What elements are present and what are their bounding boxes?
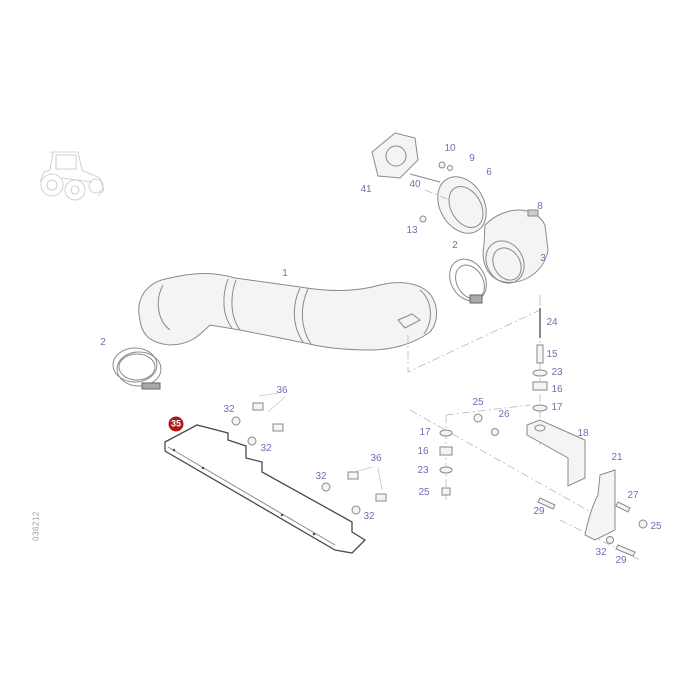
guard-fasteners	[231, 392, 387, 515]
callout-part-26[interactable]: 26	[498, 409, 510, 420]
callout-part-32[interactable]: 32	[363, 511, 375, 522]
callout-part-23[interactable]: 23	[551, 367, 563, 378]
callout-part-17[interactable]: 17	[551, 402, 563, 413]
callout-part-2[interactable]: 2	[452, 240, 458, 251]
callout-part-41[interactable]: 41	[360, 184, 372, 195]
callout-part-29[interactable]: 29	[533, 506, 545, 517]
callout-part-3[interactable]: 3	[540, 253, 546, 264]
callout-part-6[interactable]: 6	[486, 167, 492, 178]
highlighted-part-badge[interactable]: 35	[168, 416, 184, 432]
callout-part-29[interactable]: 29	[615, 555, 627, 566]
guard-plate	[164, 424, 367, 554]
callout-part-25[interactable]: 25	[472, 397, 484, 408]
callout-part-40[interactable]: 40	[409, 179, 421, 190]
callout-part-9[interactable]: 9	[469, 153, 475, 164]
callout-part-32[interactable]: 32	[595, 547, 607, 558]
callout-part-15[interactable]: 15	[546, 349, 558, 360]
callout-part-23[interactable]: 23	[417, 465, 429, 476]
callout-part-2[interactable]: 2	[100, 337, 106, 348]
callout-part-21[interactable]: 21	[611, 452, 623, 463]
callout-part-18[interactable]: 18	[577, 428, 589, 439]
elbow-connector	[482, 209, 549, 284]
callout-part-1[interactable]: 1	[282, 268, 288, 279]
bolts	[537, 497, 648, 557]
callout-part-32[interactable]: 32	[260, 443, 272, 454]
bracket-18	[526, 419, 586, 487]
washer-9	[447, 165, 453, 171]
callout-part-8[interactable]: 8	[537, 201, 543, 212]
callout-part-32[interactable]: 32	[223, 404, 235, 415]
callout-part-24[interactable]: 24	[546, 317, 558, 328]
callout-part-10[interactable]: 10	[444, 143, 456, 154]
callout-part-36[interactable]: 36	[370, 453, 382, 464]
callout-part-13[interactable]: 13	[406, 225, 418, 236]
bracket-21	[584, 469, 616, 541]
callout-part-16[interactable]: 16	[417, 446, 429, 457]
callout-part-25[interactable]: 25	[418, 487, 430, 498]
screw-13	[419, 215, 427, 223]
hose-clamp-right	[449, 258, 487, 304]
tractor-thumbnail-icon	[39, 151, 105, 201]
intake-pipe	[138, 273, 437, 351]
callout-part-32[interactable]: 32	[315, 471, 327, 482]
callout-part-16[interactable]: 16	[551, 384, 563, 395]
hose-clamp-left	[112, 347, 162, 390]
nut-10	[438, 161, 446, 169]
mounting-plate	[371, 132, 441, 183]
callout-part-27[interactable]: 27	[627, 490, 639, 501]
callout-part-25[interactable]: 25	[650, 521, 662, 532]
drawing-code: 036212	[31, 511, 41, 541]
assembly-lines	[407, 189, 641, 561]
lower-stack	[439, 413, 499, 496]
stud-stack	[532, 308, 548, 412]
callout-part-36[interactable]: 36	[276, 385, 288, 396]
flange	[437, 176, 487, 234]
callout-part-17[interactable]: 17	[419, 427, 431, 438]
